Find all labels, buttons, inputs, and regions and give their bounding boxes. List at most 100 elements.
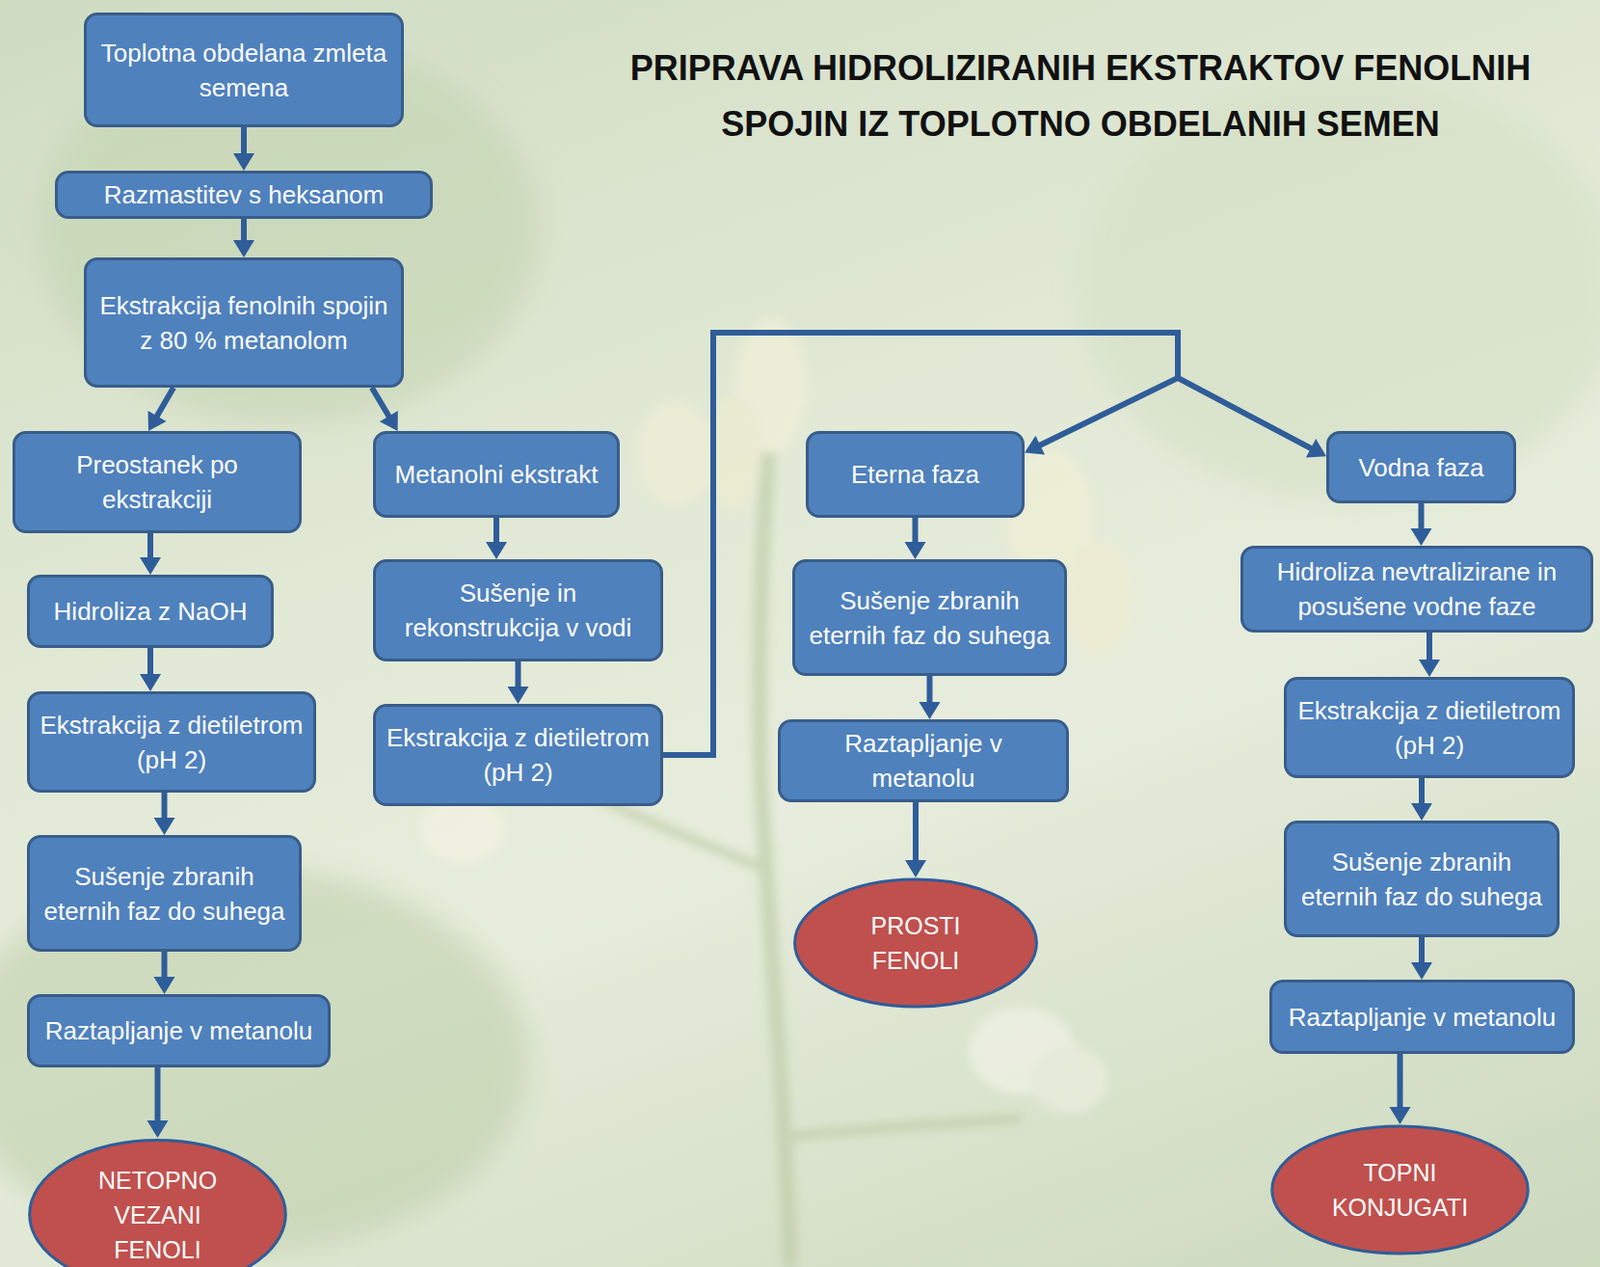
result-ellipse: NETOPNO VEZANI FENOLI xyxy=(26,1137,289,1267)
process-box: Raztapljanje v metanolu xyxy=(26,993,331,1067)
process-box: Eterna faza xyxy=(805,430,1025,518)
node-text: Hidroliza nevtralizirane in posušene vod… xyxy=(1253,554,1581,624)
arrow-line xyxy=(1418,777,1425,805)
arrow-head xyxy=(147,1120,169,1138)
process-box: Ekstrakcija z dietiletrom (pH 2) xyxy=(26,691,317,793)
arrow-line xyxy=(1418,936,1425,964)
arrow-head xyxy=(905,541,927,560)
arrow-line xyxy=(155,1066,161,1122)
arrow-line xyxy=(515,661,522,689)
process-box: Hidroliza z NaOH xyxy=(26,574,274,648)
node-text: Sušenje zbranih eternih faz do suhega xyxy=(804,583,1055,653)
process-box: Vodna faza xyxy=(1326,430,1517,504)
flow-arrow xyxy=(1411,777,1433,821)
node-text: Sušenje in rekonstrukcija v vodi xyxy=(385,575,651,645)
flow-arrow xyxy=(663,332,1327,755)
process-box: Hidroliza nevtralizirane in posušene vod… xyxy=(1240,545,1594,633)
node-text: PROSTI FENOLI xyxy=(845,907,987,978)
arrow-head xyxy=(139,673,161,692)
flow-arrow xyxy=(1411,936,1433,980)
arrow-line xyxy=(147,533,154,560)
arrow-head xyxy=(148,410,167,431)
arrow-line xyxy=(1426,632,1433,662)
process-box: Razmastitev s heksanom xyxy=(54,170,433,219)
node-text: Vodna faza xyxy=(1358,450,1484,485)
node-text: Ekstrakcija z dietiletrom (pH 2) xyxy=(385,720,651,790)
flow-arrow xyxy=(233,218,255,258)
flow-arrow xyxy=(507,661,530,704)
process-box: Sušenje zbranih eternih faz do suhega xyxy=(792,559,1067,676)
arrow-line xyxy=(156,387,174,418)
node-text: TOPNI KONJUGATI xyxy=(1325,1154,1476,1225)
result-ellipse: PROSTI FENOLI xyxy=(792,877,1040,1009)
arrow-line xyxy=(912,801,919,862)
arrow-head xyxy=(1411,961,1433,980)
node-text: Sušenje zbranih eternih faz do suhega xyxy=(1296,844,1547,914)
arrow-head xyxy=(154,817,176,835)
arrow-head xyxy=(233,240,255,258)
node-text: Ekstrakcija fenolnih spojin z 80 % metan… xyxy=(96,288,392,358)
arrow-line xyxy=(663,332,1313,755)
ellipse-outline xyxy=(792,877,1040,1009)
node-text: Raztapljanje v metanolu xyxy=(45,1013,314,1048)
process-box: Preostanek po ekstrakciji xyxy=(12,430,302,534)
arrow-head xyxy=(485,541,507,560)
arrow-line xyxy=(161,792,168,820)
node-text: NETOPNO VEZANI FENOLI xyxy=(82,1162,234,1267)
arrow-head xyxy=(905,859,927,878)
arrow-head xyxy=(379,410,399,431)
node-text: Metanolni ekstrakt xyxy=(395,456,599,492)
arrow-line xyxy=(663,332,1178,755)
arrow-head xyxy=(1306,438,1327,458)
process-box: Ekstrakcija z dietiletrom (pH 2) xyxy=(1283,676,1575,778)
flow-arrow xyxy=(905,801,927,878)
node-text: Raztapljanje v metanolu xyxy=(790,725,1057,796)
flow-arrow xyxy=(919,675,941,720)
arrow-head xyxy=(154,976,176,994)
flow-arrow xyxy=(1389,1053,1412,1124)
node-text: Ekstrakcija z dietiletrom (pH 2) xyxy=(39,707,304,777)
arrow-head xyxy=(1411,802,1433,821)
node-text: Razmastitev s heksanom xyxy=(104,177,384,213)
node-text: Sušenje zbranih eternih faz do suhega xyxy=(39,858,290,929)
arrow-line xyxy=(161,951,168,979)
process-box: Sušenje in rekonstrukcija v vodi xyxy=(373,559,664,662)
arrow-line xyxy=(912,517,919,544)
arrow-head xyxy=(1389,1106,1412,1124)
arrow-head xyxy=(1411,528,1433,546)
process-box: Raztapljanje v metanolu xyxy=(777,719,1069,802)
arrow-head xyxy=(233,153,255,171)
node-text: Ekstrakcija z dietiletrom (pH 2) xyxy=(1296,693,1563,763)
arrow-head xyxy=(919,701,941,720)
node-text: Hidroliza z NaOH xyxy=(53,593,248,629)
process-box: Ekstrakcija z dietiletrom (pH 2) xyxy=(373,703,664,806)
flow-arrow xyxy=(663,332,1178,755)
flow-arrow xyxy=(905,517,927,560)
process-box: Metanolni ekstrakt xyxy=(373,430,620,518)
flow-arrow xyxy=(147,1066,169,1138)
flow-arrow xyxy=(139,533,161,575)
arrow-head xyxy=(139,557,161,575)
arrow-head xyxy=(1418,659,1440,677)
flow-arrow xyxy=(233,127,255,171)
ellipse-outline xyxy=(1269,1123,1531,1255)
arrow-line xyxy=(493,517,500,544)
process-box: Sušenje zbranih eternih faz do suhega xyxy=(26,834,302,952)
flow-arrow xyxy=(148,387,175,431)
process-box: Ekstrakcija fenolnih spojin z 80 % metan… xyxy=(83,257,404,388)
arrow-head xyxy=(1024,435,1045,455)
flow-arrow xyxy=(1411,503,1433,546)
flow-arrow xyxy=(154,951,176,994)
node-text: Raztapljanje v metanolu xyxy=(1288,999,1557,1035)
node-text: Eterna faza xyxy=(851,456,980,492)
result-ellipse: TOPNI KONJUGATI xyxy=(1269,1123,1531,1255)
diagram-title: PRIPRAVA HIDROLIZIRANIH EKSTRAKTOV FENOL… xyxy=(568,40,1593,153)
arrow-line xyxy=(372,387,391,418)
arrow-line xyxy=(1397,1053,1404,1109)
flow-arrow xyxy=(485,517,507,560)
arrow-line xyxy=(1418,503,1425,531)
flow-arrow xyxy=(372,387,399,431)
process-box: Raztapljanje v metanolu xyxy=(1269,979,1575,1054)
arrow-line xyxy=(240,218,247,242)
arrow-line xyxy=(927,675,934,704)
